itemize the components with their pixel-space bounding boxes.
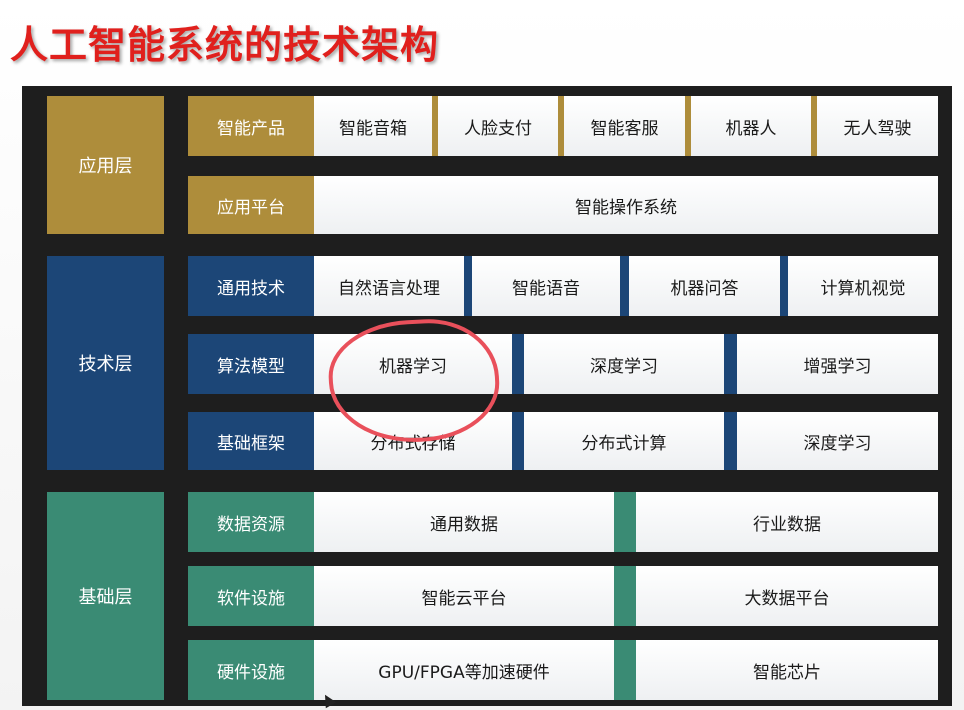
cell-machine-qa: 机器问答 <box>629 256 780 316</box>
row-label-hardware: 硬件设施 <box>188 640 314 700</box>
cell-smart-chip: 智能芯片 <box>636 640 938 700</box>
layer-foundation: 基础层 <box>47 492 164 700</box>
separator <box>464 256 472 316</box>
separator <box>614 640 636 700</box>
separator <box>685 96 691 156</box>
row-label-data: 数据资源 <box>188 492 314 552</box>
cell-smart-service: 智能客服 <box>564 96 685 156</box>
separator <box>512 412 524 470</box>
cell-deep-learning: 深度学习 <box>524 334 724 394</box>
cell-deep-learning-framework: 深度学习 <box>737 412 938 470</box>
row-label-products: 智能产品 <box>188 96 314 156</box>
separator <box>620 256 629 316</box>
separator <box>724 334 737 394</box>
separator <box>614 492 636 552</box>
separator <box>432 96 438 156</box>
cell-smart-speaker: 智能音箱 <box>314 96 432 156</box>
cell-smart-cloud: 智能云平台 <box>314 566 614 626</box>
cell-accelerator-hardware: GPU/FPGA等加速硬件 <box>314 640 614 700</box>
separator <box>614 566 636 626</box>
separator <box>558 96 564 156</box>
layer-application: 应用层 <box>47 96 164 234</box>
cell-smart-os: 智能操作系统 <box>314 176 938 234</box>
cell-distributed-storage: 分布式存储 <box>314 412 512 470</box>
separator <box>811 96 817 156</box>
cell-nlp: 自然语言处理 <box>314 256 464 316</box>
cell-big-data-platform: 大数据平台 <box>636 566 938 626</box>
cell-industry-data: 行业数据 <box>636 492 938 552</box>
page-title: 人工智能系统的技术架构 <box>10 23 440 67</box>
layer-technology: 技术层 <box>47 256 164 470</box>
row-label-software: 软件设施 <box>188 566 314 626</box>
row-label-framework: 基础框架 <box>188 412 314 470</box>
row-label-platform: 应用平台 <box>188 176 314 234</box>
cell-smart-voice: 智能语音 <box>472 256 620 316</box>
cell-distributed-computing: 分布式计算 <box>524 412 724 470</box>
row-label-algorithm: 算法模型 <box>188 334 314 394</box>
cell-robot: 机器人 <box>691 96 811 156</box>
cell-computer-vision: 计算机视觉 <box>788 256 938 316</box>
cell-reinforcement-learning: 增强学习 <box>737 334 938 394</box>
cell-machine-learning: 机器学习 <box>314 334 512 394</box>
row-label-general: 通用技术 <box>188 256 314 316</box>
cell-autonomous-driving: 无人驾驶 <box>817 96 938 156</box>
separator <box>512 334 524 394</box>
separator <box>780 256 788 316</box>
separator <box>724 412 737 470</box>
cell-face-payment: 人脸支付 <box>438 96 558 156</box>
cell-general-data: 通用数据 <box>314 492 614 552</box>
